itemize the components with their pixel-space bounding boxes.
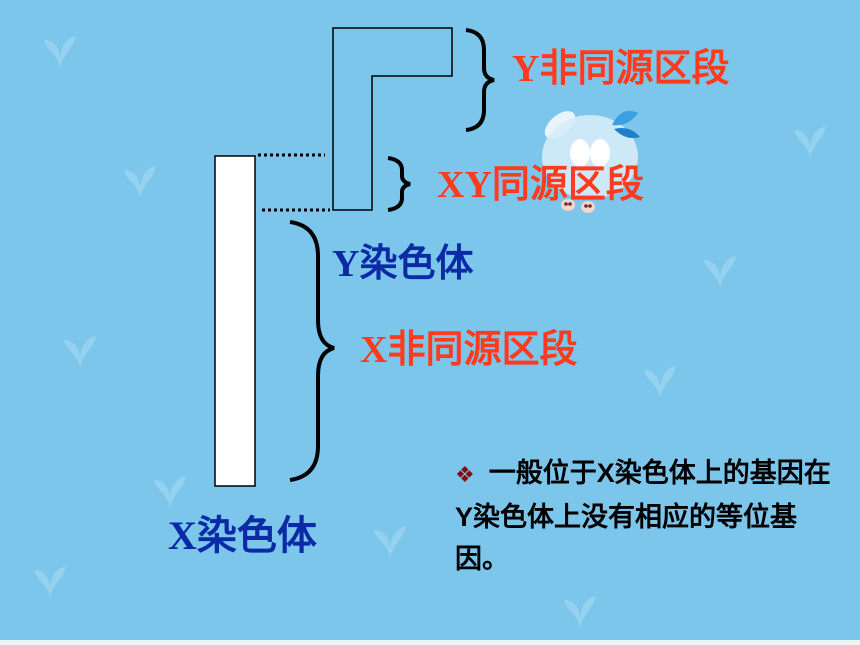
y-chromosome-shape [332,27,453,211]
brace-x-nonhomologous [289,220,335,482]
leaf-decoration-icon [154,476,186,508]
bottom-strip [0,640,860,645]
note-text: 一般位于X染色体上的基因在Y染色体上没有相应的等位基因。 [455,458,831,574]
label-xy-homologous: XY同源区段 [437,164,644,206]
bunny-mascot-icon [542,110,640,213]
leaf-decoration-icon [704,256,736,288]
leaf-decoration-icon [374,526,406,558]
x-chromosome-bar [214,155,256,487]
brace-xy-homologous [387,156,411,212]
explanatory-note: ❖一般位于X染色体上的基因在Y染色体上没有相应的等位基因。 [455,452,847,580]
leaf-decoration-icon [44,36,76,68]
leaf-decoration-icon [794,126,826,158]
label-x-nonhomologous: X非同源区段 [360,329,578,371]
brace-y-nonhomologous [465,28,495,132]
leaf-decoration-icon [564,596,596,628]
leaf-decoration-icon [34,566,66,598]
leaf-decoration-icon [124,166,156,198]
leaf-decoration-icon [64,336,96,368]
diamond-bullet-icon: ❖ [455,462,475,487]
label-y-nonhomologous: Y非同源区段 [512,48,730,90]
leaf-decoration-icon [644,366,676,398]
label-y-chromosome: Y染色体 [332,243,474,285]
label-x-chromosome: X染色体 [168,513,317,558]
